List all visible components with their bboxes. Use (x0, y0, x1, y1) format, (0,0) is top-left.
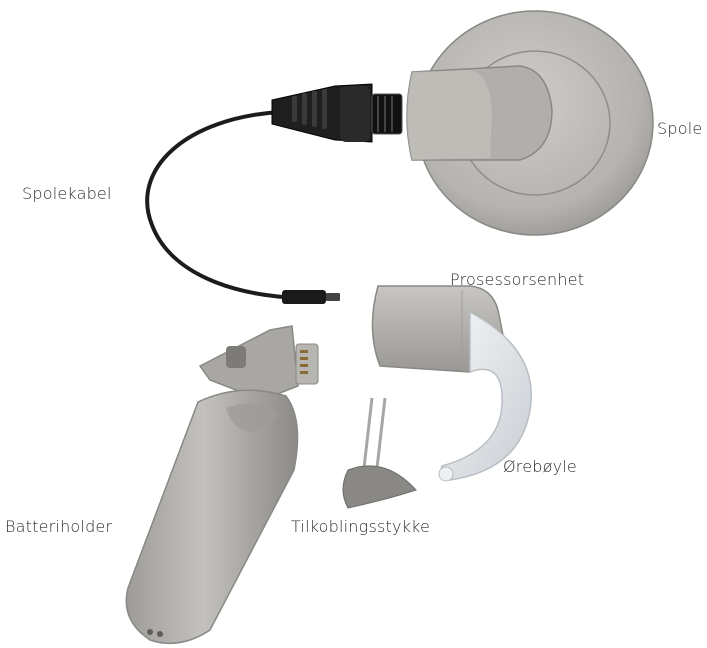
label-spolekabel: Spolekabel (22, 184, 112, 203)
coil-cable-illustration (147, 84, 402, 304)
label-spole: Spole (657, 119, 702, 138)
battery-holder-illustration (126, 326, 318, 643)
label-batteriholder: Batteriholder (5, 517, 112, 536)
label-tilkoblingsstykke: Tilkoblingsstykke (291, 517, 430, 536)
coil-illustration (407, 11, 653, 235)
connector-piece-illustration (343, 398, 416, 508)
label-prosessorsenhet: Prosessorsenhet (450, 270, 584, 289)
label-orebøyle: Ørebøyle (503, 457, 577, 476)
